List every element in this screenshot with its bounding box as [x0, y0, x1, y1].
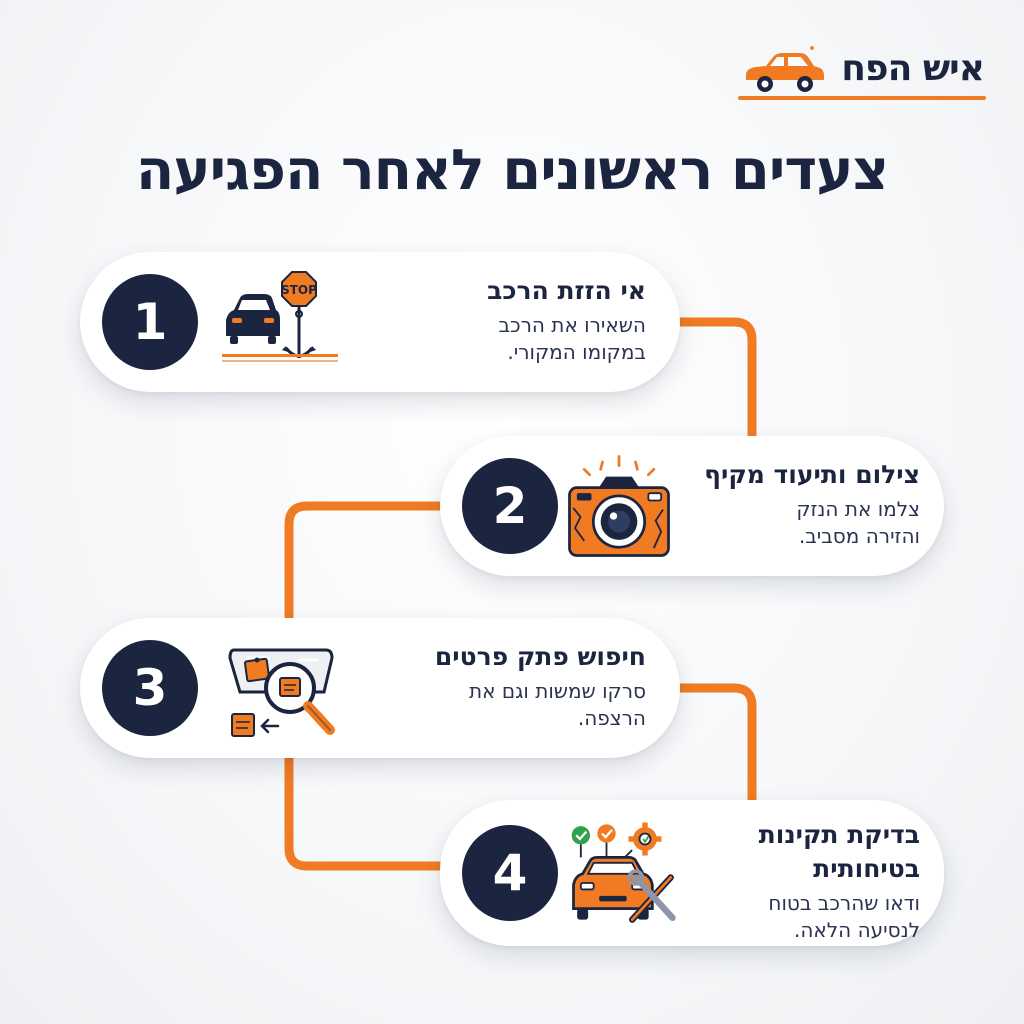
- step-title: חיפוש פתק פרטים: [434, 642, 646, 671]
- step-description-line-1: ודאו שהרכב בטוח: [768, 891, 920, 915]
- step-title-line-1: בדיקת תקינות: [758, 820, 920, 849]
- logo-underline: [738, 96, 986, 100]
- svg-text:STOP: STOP: [281, 283, 317, 297]
- step-description-line-2: לנסיעה הלאה.: [794, 918, 920, 942]
- step-description-line-1: סרקו שמשות וגם את: [469, 679, 646, 703]
- step-title: צילום ותיעוד מקיף: [704, 460, 920, 489]
- camera-icon: [568, 455, 670, 557]
- car-logo-icon: [746, 46, 824, 92]
- step-number-badge: 1: [102, 274, 198, 370]
- step-title: אי הזזת הרכב: [487, 276, 646, 305]
- brand-name: איש הפח: [841, 48, 985, 89]
- step-description-line-1: צלמו את הנזק: [796, 497, 920, 521]
- windshield-note-magnifier-icon: [228, 648, 335, 737]
- step-number-badge: 2: [462, 458, 558, 554]
- step-card-1: 1 STOP אי הזזת הרכב השאירו את הרכב במקומ…: [80, 252, 680, 392]
- page-title: צעדים ראשונים לאחר הפגיעה: [135, 138, 889, 203]
- step-description-line-2: במקומו המקורי.: [507, 340, 646, 364]
- step-card-4: 4 בדיקת תקינות בטיחותית ודאו שהרכב בטוח: [440, 800, 944, 946]
- step-description-line-1: השאירו את הרכב: [498, 313, 646, 337]
- step-card-2: 2 צילום ותיעוד מקיף צלמו את הנזק והזירה …: [440, 436, 944, 576]
- car-safety-check-icon: [571, 822, 676, 923]
- brand-logo: איש הפח: [738, 40, 986, 102]
- step-description-line-2: והזירה מסביב.: [798, 524, 920, 548]
- step-card-3: 3 חיפוש פתק פרטים סרקו שמשות וגם את הרצפ…: [80, 618, 680, 758]
- step-number-badge: 3: [102, 640, 198, 736]
- car-stop-anchor-icon: STOP: [222, 271, 338, 362]
- step-description-line-2: הרצפה.: [577, 706, 646, 730]
- step-number-badge: 4: [462, 825, 558, 921]
- step-title-line-2: בטיחותית: [813, 854, 920, 883]
